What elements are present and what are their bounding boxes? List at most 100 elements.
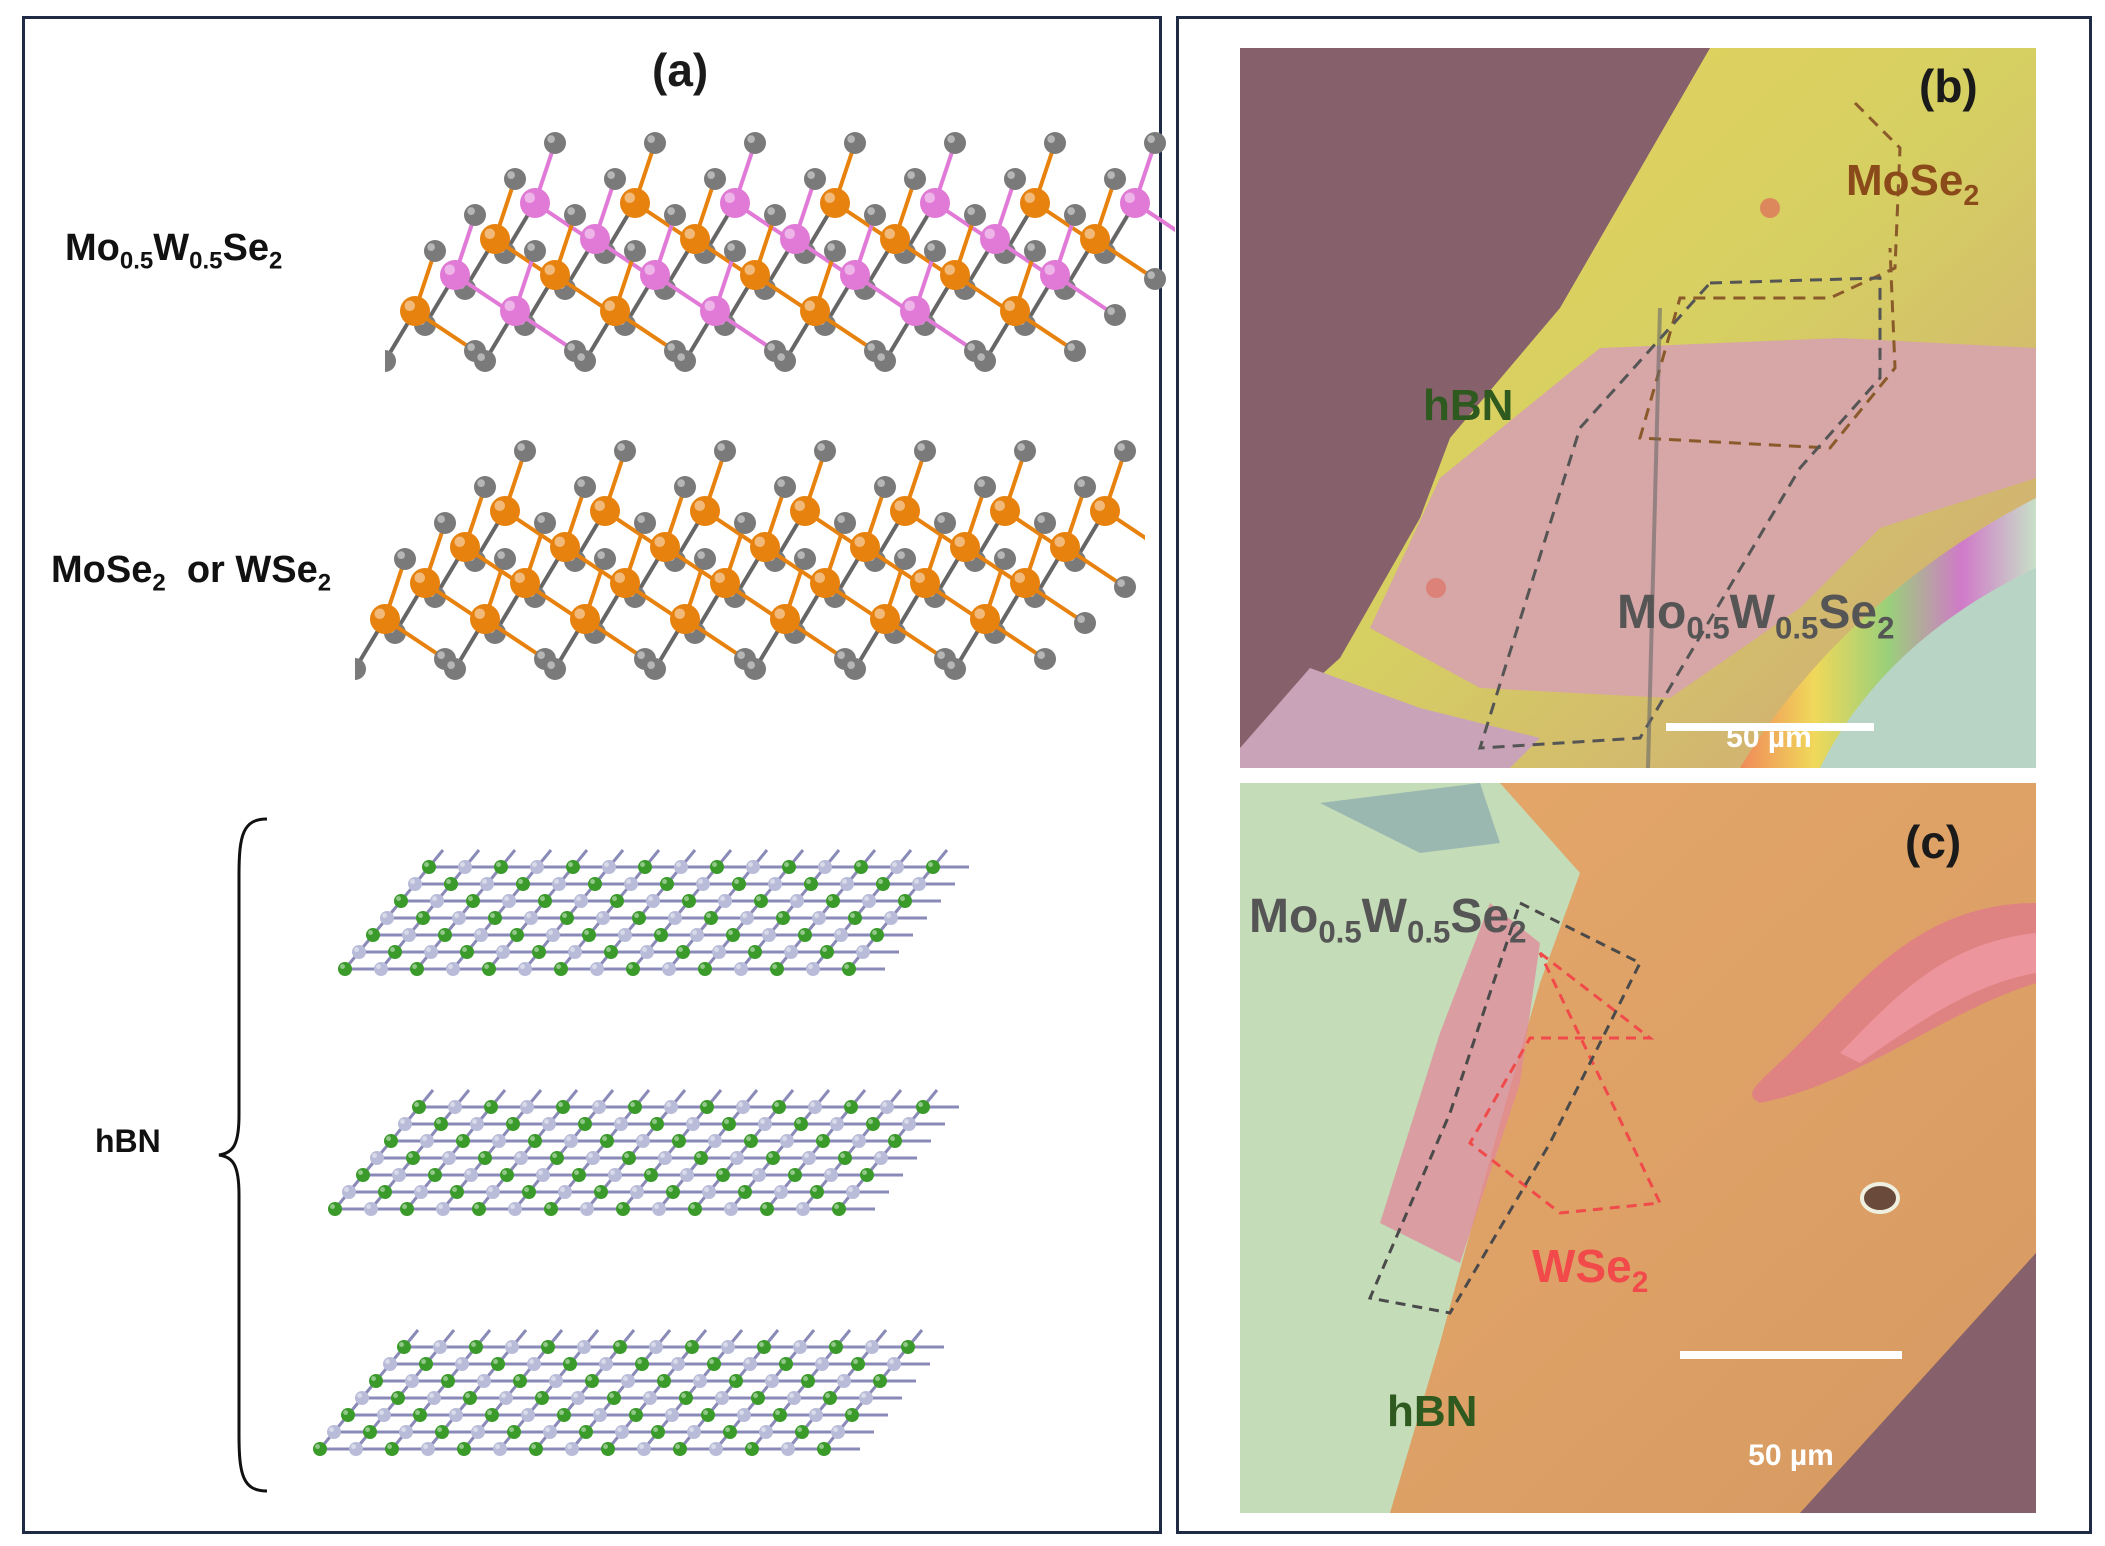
mo-atom xyxy=(1050,532,1080,562)
se-atom xyxy=(594,548,616,570)
b-atom xyxy=(412,1100,426,1114)
b-atom xyxy=(757,1340,771,1354)
mo-atom xyxy=(680,224,710,254)
panel-bc: (b) MoSe2 hBN Mo0.5W0.5Se2 50 µm ( xyxy=(1176,16,2092,1534)
b-atom xyxy=(751,1391,765,1405)
b-atom xyxy=(650,1117,664,1131)
mo-atom xyxy=(710,568,740,598)
b-atom xyxy=(832,1202,846,1216)
mo-atom xyxy=(940,260,970,290)
b-atom xyxy=(566,860,580,874)
mo-atom xyxy=(540,260,570,290)
n-atom xyxy=(736,1100,750,1114)
se-atom xyxy=(764,204,786,226)
se-atom xyxy=(804,168,826,190)
se-atom xyxy=(574,476,596,498)
b-atom xyxy=(770,962,784,976)
b-atom xyxy=(688,1202,702,1216)
se-atom xyxy=(734,512,756,534)
se-atom xyxy=(1064,340,1086,362)
se-atom xyxy=(694,548,716,570)
se-atom xyxy=(644,132,666,154)
b-atom xyxy=(378,1185,392,1199)
mo-atom xyxy=(890,496,920,526)
n-atom xyxy=(493,1442,507,1456)
n-atom xyxy=(349,1442,363,1456)
b-atom xyxy=(854,860,868,874)
b-atom xyxy=(685,1340,699,1354)
panel-c-label: (c) xyxy=(1905,816,1962,868)
b-atom xyxy=(613,1340,627,1354)
se-atom xyxy=(824,240,846,262)
n-atom xyxy=(370,1151,384,1165)
b-atom xyxy=(845,1408,859,1422)
b-atom xyxy=(679,1391,693,1405)
se-atom xyxy=(844,658,866,680)
n-atom xyxy=(624,877,638,891)
b-atom xyxy=(434,1117,448,1131)
b-atom xyxy=(810,1185,824,1199)
mo-atom xyxy=(470,604,500,634)
n-atom xyxy=(887,1357,901,1371)
n-atom xyxy=(596,911,610,925)
n-atom xyxy=(774,1185,788,1199)
w-atom xyxy=(980,224,1010,254)
mo-atom xyxy=(570,604,600,634)
b-atom xyxy=(397,1340,411,1354)
n-atom xyxy=(859,1391,873,1405)
b-atom xyxy=(406,1151,420,1165)
b-atom xyxy=(698,962,712,976)
mo-atom xyxy=(820,188,850,218)
w-atom xyxy=(920,188,950,218)
b-atom xyxy=(901,1340,915,1354)
se-atom xyxy=(874,476,896,498)
n-atom xyxy=(724,1202,738,1216)
n-atom xyxy=(874,1151,888,1165)
n-atom xyxy=(536,1168,550,1182)
b-atom xyxy=(710,860,724,874)
n-atom xyxy=(718,894,732,908)
n-atom xyxy=(649,1340,663,1354)
b-atom xyxy=(772,1100,786,1114)
n-atom xyxy=(398,1117,412,1131)
se-atom xyxy=(1024,240,1046,262)
n-atom xyxy=(815,1357,829,1371)
se-atom xyxy=(434,512,456,534)
n-atom xyxy=(662,962,676,976)
b-atom xyxy=(563,1357,577,1371)
b-atom xyxy=(428,1168,442,1182)
n-atom xyxy=(592,1100,606,1114)
b-atom xyxy=(585,1374,599,1388)
n-atom xyxy=(758,1117,772,1131)
b-atom xyxy=(356,1168,370,1182)
n-atom xyxy=(593,1408,607,1422)
n-atom xyxy=(520,1100,534,1114)
b-atom xyxy=(478,1151,492,1165)
se-atom xyxy=(474,350,496,372)
se-atom xyxy=(355,658,366,680)
b-atom xyxy=(844,1100,858,1114)
b-atom xyxy=(632,911,646,925)
b-atom xyxy=(682,894,696,908)
b-atom xyxy=(760,1202,774,1216)
b-atom xyxy=(384,1134,398,1148)
se-atom xyxy=(964,204,986,226)
b-atom xyxy=(522,1185,536,1199)
b-atom xyxy=(528,1134,542,1148)
b-atom xyxy=(491,1357,505,1371)
n-atom xyxy=(342,1185,356,1199)
se-atom xyxy=(1014,440,1036,462)
b-atom xyxy=(469,1340,483,1354)
mo-atom xyxy=(990,496,1020,526)
n-atom xyxy=(549,1374,563,1388)
n-atom xyxy=(743,1357,757,1371)
b-atom xyxy=(701,1408,715,1422)
n-atom xyxy=(730,1151,744,1165)
b-atom xyxy=(704,911,718,925)
n-atom xyxy=(442,1151,456,1165)
b-atom xyxy=(391,1391,405,1405)
mo-atom xyxy=(950,532,980,562)
b-atom xyxy=(628,1100,642,1114)
n-atom xyxy=(577,1340,591,1354)
w-atom xyxy=(780,224,810,254)
